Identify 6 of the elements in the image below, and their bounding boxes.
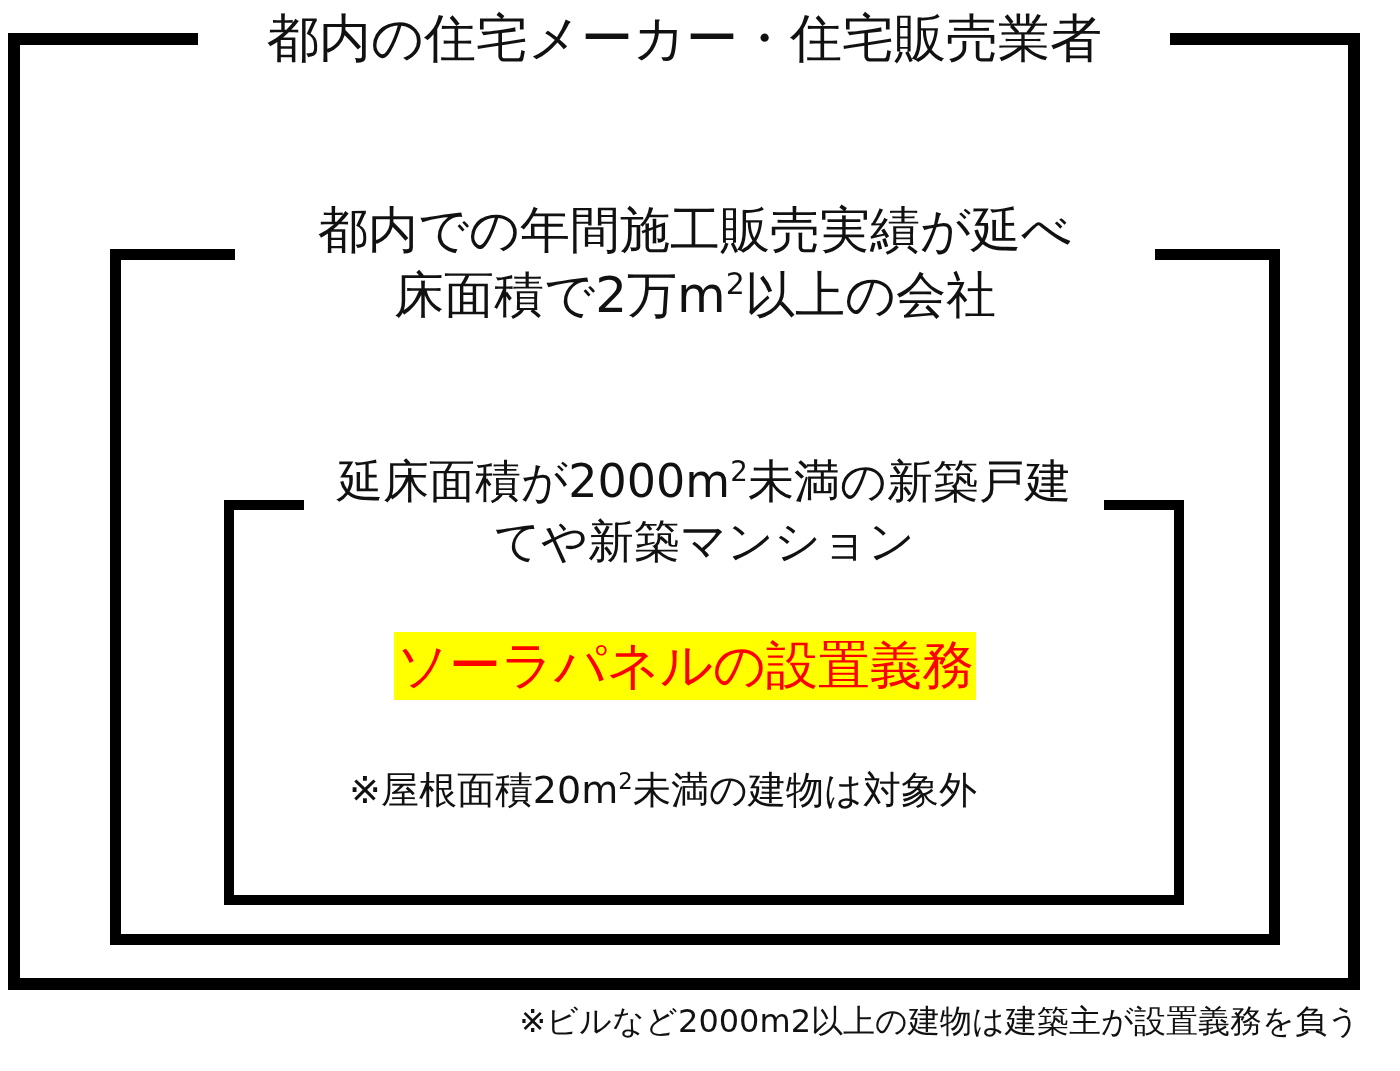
frame-heading: 延床面積が2000m$^{2}$未満の新築戸建てや新築マンション [335, 453, 1072, 570]
footnote: ※ビルなど2000m2以上の建物は建築主が設置義務を負う [519, 1001, 1360, 1042]
note-text: ※屋根面積20m$^{2}$未満の建物は対象外 [349, 767, 977, 814]
frame-heading: 都内の住宅メーカー・住宅販売業者 [265, 7, 1103, 70]
frame-heading: 都内での年間施工販売実績が延べ床面積で2万m$^{2}$以上の会社 [317, 200, 1073, 326]
highlighted-duty: ソーラパネルの設置義務 [394, 632, 976, 700]
